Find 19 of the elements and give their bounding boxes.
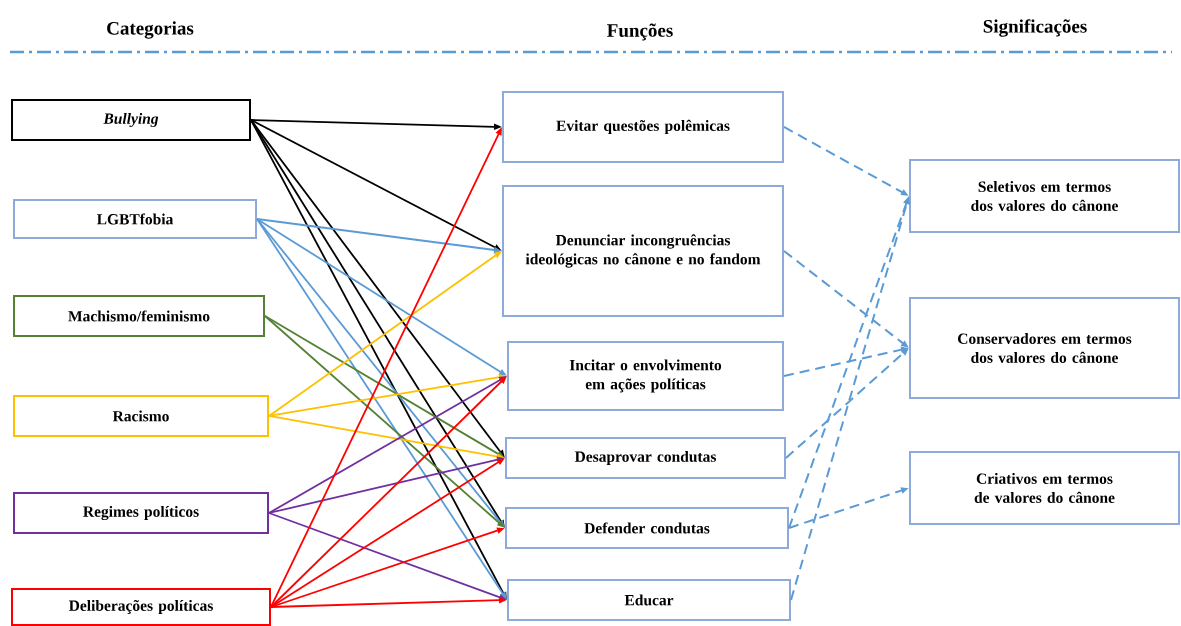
function-box: Defender condutas [505, 507, 789, 549]
category-box: Deliberações políticas [11, 588, 271, 626]
category-box: Machismo/feminismo [13, 295, 265, 337]
category-box: Racismo [13, 395, 269, 437]
function-box: Desaprovar condutas [505, 437, 786, 479]
column-heading: Categorias [107, 21, 194, 39]
meaning-box: Conservadores em termos dos valores do cânone [909, 297, 1180, 399]
column-heading: Funções [607, 23, 673, 41]
column-heading: Significações [983, 19, 1087, 37]
arrow [270, 376, 507, 608]
function-box: Evitar questões polêmicas [502, 91, 784, 163]
function-box: Denunciar incongruências ideológicas no cânone e no fandom [502, 185, 784, 317]
meaning-box: Seletivos em termos dos valores do cânone [909, 159, 1180, 233]
category-box: Regimes políticos [13, 492, 269, 534]
function-box: Educar [507, 579, 791, 621]
category-box: Bullying [11, 99, 251, 141]
function-box: Incitar o envolvimento em ações políticas [507, 341, 784, 411]
meaning-box: Criativos em termos de valores do cânone [909, 451, 1180, 525]
category-box: LGBTfobia [13, 199, 257, 239]
